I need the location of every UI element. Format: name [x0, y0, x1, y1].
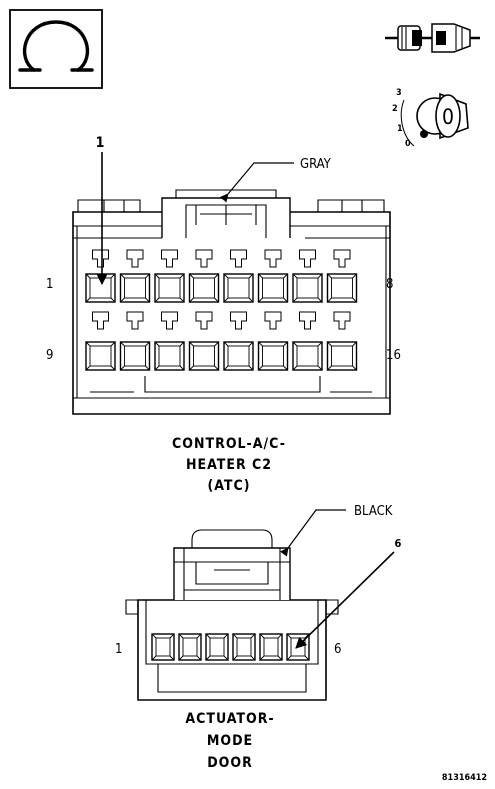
c2-latch-tab — [161, 311, 178, 330]
c2-connector — [72, 189, 391, 415]
actuator-callout-number: 6 — [395, 537, 402, 550]
c2-latch-tab — [92, 311, 109, 330]
actuator-title-line-3: DOOR — [207, 755, 253, 771]
c2-title-line-2: HEATER C2 — [186, 457, 272, 473]
c2-title: CONTROL-A/C- HEATER C2 (ATC) — [172, 436, 286, 494]
actuator-pin-cavity — [259, 633, 283, 661]
c2-pin-cavity — [188, 273, 220, 303]
c2-pin-cavity — [119, 273, 151, 303]
c2-pin-label-1: 1 — [46, 277, 53, 292]
actuator-title-line-1: ACTUATOR- — [185, 711, 274, 727]
actuator-title: ACTUATOR- MODE DOOR — [185, 711, 274, 771]
c2-pin-cavity — [154, 273, 185, 303]
c2-latch-tab — [333, 311, 351, 330]
c2-latch-tab — [264, 311, 282, 330]
actuator-color-label: BLACK — [354, 504, 393, 519]
ignition-switch-icon: 0 3 2 1 0 — [392, 88, 469, 149]
c2-color-label: GRAY — [300, 157, 332, 172]
c2-latch-tab — [195, 311, 213, 330]
c2-pin-cavity — [188, 341, 220, 371]
ignition-position-1: 1 — [397, 124, 403, 134]
c2-latch-tab — [161, 249, 178, 268]
c2-latch-tab — [195, 249, 213, 268]
c2-pin-label-16: 16 — [386, 348, 401, 363]
c2-pin-cavity — [292, 341, 323, 371]
c2-pin-cavity — [326, 273, 358, 303]
c2-pin-cavity — [85, 273, 116, 303]
actuator-pin-label-1: 1 — [115, 642, 122, 657]
actuator-pin-cavity — [151, 633, 175, 661]
c2-pin-cavity — [223, 341, 254, 371]
c2-callout-number: 1 — [96, 135, 105, 151]
ohmmeter-icon — [9, 9, 103, 89]
actuator-callout: 6 — [295, 537, 402, 649]
c2-pin-cavity — [154, 341, 185, 371]
c2-latch-tab — [299, 249, 316, 268]
c2-latch-tab — [333, 249, 351, 268]
c2-latch-tab — [264, 249, 282, 268]
c2-pin-cavity — [85, 341, 116, 371]
ignition-key-glyph: 0 — [442, 105, 454, 129]
actuator-connector — [125, 529, 339, 701]
c2-latch-tab — [230, 249, 247, 268]
figure-id: 81316412 — [442, 773, 487, 783]
c2-title-line-1: CONTROL-A/C- — [172, 436, 286, 452]
c2-callout: 1 — [96, 135, 108, 286]
actuator-color-callout: BLACK — [280, 504, 393, 557]
c2-pin-cavity — [326, 341, 358, 371]
c2-pin-cavity — [257, 341, 289, 371]
c2-latch-tab — [299, 311, 316, 330]
actuator-pin-cavity — [205, 633, 229, 661]
c2-latch-tab — [126, 249, 144, 268]
c2-pin-cavity — [257, 273, 289, 303]
c2-latch-tab — [92, 249, 109, 268]
actuator-pin-label-6: 6 — [334, 642, 341, 657]
c2-title-line-3: (ATC) — [207, 478, 250, 494]
c2-latch-tab — [230, 311, 247, 330]
back-probe-connector-icon — [385, 23, 480, 53]
c2-pin-cavities — [85, 249, 358, 371]
c2-pin-cavity — [119, 341, 151, 371]
actuator-pin-cavities — [151, 633, 310, 661]
ignition-position-0: 0 — [405, 139, 411, 149]
c2-pin-cavity — [223, 273, 254, 303]
c2-pin-cavity — [292, 273, 323, 303]
actuator-title-line-2: MODE — [207, 733, 253, 749]
c2-latch-tab — [126, 311, 144, 330]
c2-pin-label-9: 9 — [46, 348, 53, 363]
actuator-pin-cavity — [178, 633, 202, 661]
c2-color-callout: GRAY — [219, 157, 332, 203]
actuator-pin-cavity — [232, 633, 256, 661]
ignition-position-2: 2 — [392, 104, 398, 114]
ignition-position-3: 3 — [396, 88, 402, 98]
c2-pin-label-8: 8 — [386, 277, 393, 292]
